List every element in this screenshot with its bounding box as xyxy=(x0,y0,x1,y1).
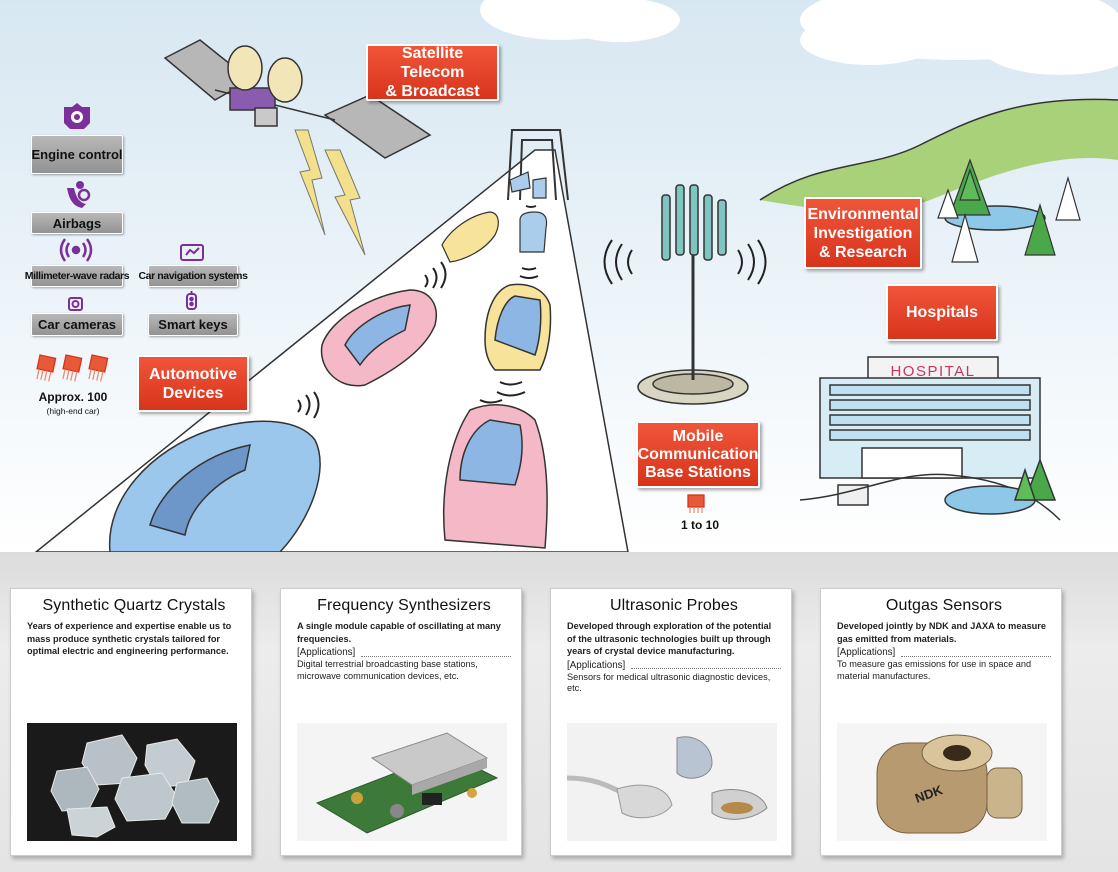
hospital-sign: HOSPITAL xyxy=(890,363,975,380)
smart-keys-label: Smart keys xyxy=(148,313,238,336)
car xyxy=(441,171,548,263)
satellite-label: Satellite Telecom & Broadcast xyxy=(366,44,499,101)
product-card-outgas: Outgas Sensors Developed jointly by NDK … xyxy=(820,588,1062,856)
cloud xyxy=(800,0,1118,75)
engine-control-label: Engine control xyxy=(31,135,123,174)
trees xyxy=(937,158,1081,263)
outgas-sensor-photo: NDK xyxy=(837,723,1047,841)
mobile-base-station-label: Mobile Communication Base Stations xyxy=(636,421,760,488)
applications-text: Sensors for medical ultrasonic diagnosti… xyxy=(567,671,771,694)
radar-icon xyxy=(59,238,93,262)
ultrasonic-probes-photo xyxy=(567,723,777,841)
signal-waves xyxy=(297,205,539,419)
lightning xyxy=(294,129,326,236)
airbags-label: Airbags xyxy=(31,212,123,234)
car-cameras-label: Car cameras xyxy=(31,313,123,336)
car xyxy=(484,283,552,371)
lightning xyxy=(324,149,366,256)
automotive-label: Automotive Devices xyxy=(137,355,249,412)
applications-text: Digital terrestrial broadcasting base st… xyxy=(297,659,478,681)
card-title: Frequency Synthesizers xyxy=(317,597,491,614)
synthesizer-board-photo xyxy=(297,723,507,841)
cloud xyxy=(480,0,680,42)
auto-count: Approx. 100 xyxy=(38,390,108,404)
tunnel xyxy=(507,129,569,201)
key-icon xyxy=(186,291,197,310)
card-title: Synthetic Quartz Crystals xyxy=(42,597,226,614)
car xyxy=(320,289,437,387)
cell-tower xyxy=(637,184,749,405)
card-title: Ultrasonic Probes xyxy=(610,597,738,614)
card-description: A single module capable of oscillating a… xyxy=(297,621,501,644)
environment-label: Environmental Investigation & Research xyxy=(804,197,922,269)
millimeter-wave-radars-label: Millimeter-wave radars xyxy=(25,265,130,287)
car xyxy=(108,420,321,552)
hospitals-label: Hospitals xyxy=(886,284,998,341)
card-description: Developed through exploration of the pot… xyxy=(567,621,772,657)
applications-heading: [Applications] xyxy=(297,647,511,658)
airbag-icon xyxy=(67,181,91,208)
scene-illustration: HOSPITAL xyxy=(34,0,1118,552)
crystal-chip-icon xyxy=(36,354,705,513)
signal-waves xyxy=(603,239,767,285)
hospital-building xyxy=(799,356,1061,521)
engine-icon xyxy=(64,103,90,129)
auto-count-note: (high-end car) xyxy=(46,406,100,416)
product-card-synthesizer: Frequency Synthesizers A single module c… xyxy=(280,588,522,856)
camera-icon xyxy=(68,297,83,311)
product-panel: Synthetic Quartz Crystals Years of exper… xyxy=(0,552,1118,872)
applications-heading: [Applications] xyxy=(837,647,1051,658)
car xyxy=(442,404,548,549)
card-description: Years of experience and expertise enable… xyxy=(27,621,232,657)
applications-heading: [Applications] xyxy=(567,660,781,671)
hill xyxy=(760,99,1118,212)
car-navigation-label: Car navigation systems xyxy=(138,265,248,287)
product-card-ultrasonic: Ultrasonic Probes Developed through expl… xyxy=(550,588,792,856)
applications-text: To measure gas emissions for use in spac… xyxy=(837,659,1032,681)
mobile-count: 1 to 10 xyxy=(680,518,719,532)
application-scene: HOSPITAL xyxy=(0,0,1118,552)
satellite xyxy=(163,39,432,159)
card-description: Developed jointly by NDK and JAXA to mea… xyxy=(837,621,1046,644)
product-card-quartz: Synthetic Quartz Crystals Years of exper… xyxy=(10,588,252,856)
navigation-icon xyxy=(180,244,204,261)
card-title: Outgas Sensors xyxy=(885,597,1003,614)
quartz-crystals-photo xyxy=(27,723,237,841)
